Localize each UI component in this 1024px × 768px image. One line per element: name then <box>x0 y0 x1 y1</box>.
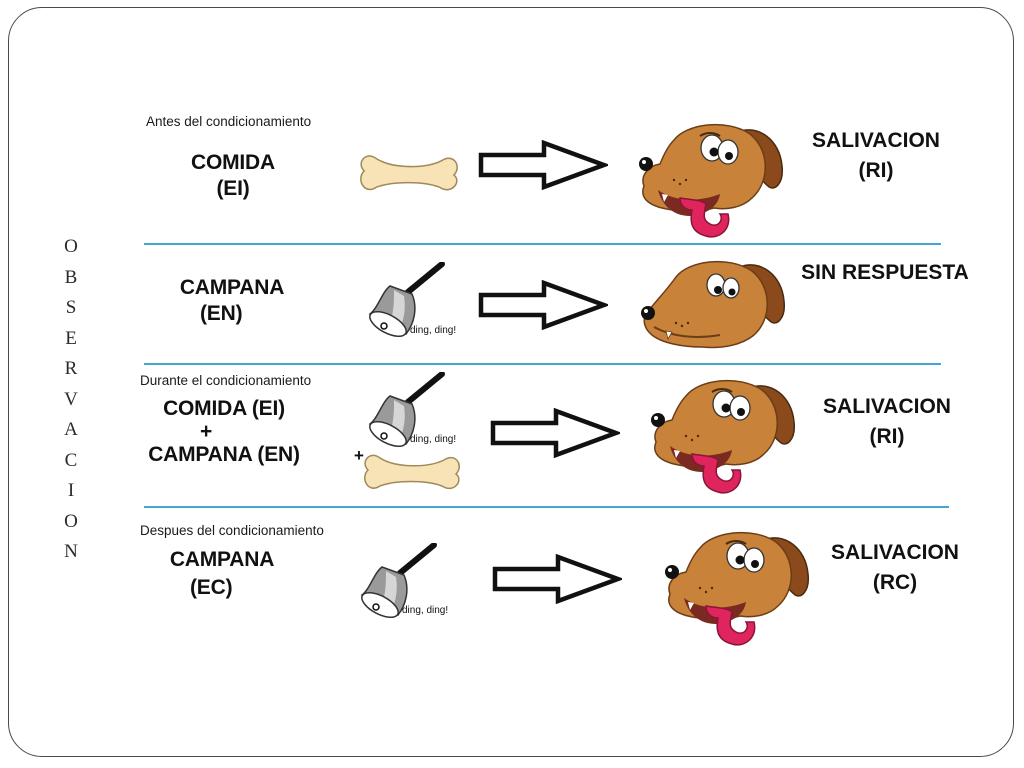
vertical-letter: I <box>67 480 75 501</box>
image-plus-sign: + <box>354 446 364 465</box>
vertical-letter: A <box>64 419 78 440</box>
bell-sound-text: ding, ding! <box>410 325 456 336</box>
bone-icon <box>358 150 460 202</box>
stimulus-line: (EI) <box>216 177 250 200</box>
arrow-icon <box>492 554 622 604</box>
stimulus-line: CAMPANA (EN) <box>148 443 300 466</box>
vertical-letter: C <box>64 449 78 471</box>
bone-icon <box>362 450 462 500</box>
response-salivacion-ri: SALIVACION (RI) <box>814 392 960 452</box>
vertical-letter: R <box>64 358 78 379</box>
response-line: SALIVACION <box>812 129 940 152</box>
bell-sound-text: ding, ding! <box>410 434 456 445</box>
stimulus-line: (EC) <box>190 576 233 599</box>
phase-label-antes: Antes del condicionamiento <box>146 114 312 129</box>
dog-salivating-icon <box>660 528 810 648</box>
stimulus-comida-ei: COMIDA (EI) <box>178 150 288 202</box>
vertical-letter: V <box>64 388 78 410</box>
response-sin-respuesta: SIN RESPUESTA <box>800 258 970 288</box>
dog-neutral-icon <box>636 257 786 357</box>
bell-sound-text: ding, ding! <box>402 605 448 616</box>
vertical-letter: B <box>64 266 78 288</box>
vertical-letter: E <box>65 327 77 349</box>
stimulus-line: COMIDA <box>191 151 275 174</box>
arrow-icon <box>490 408 620 458</box>
response-line: SIN RESPUESTA <box>801 261 969 284</box>
divider-line <box>144 363 941 365</box>
response-salivacion-ri: SALIVACION (RI) <box>806 126 946 186</box>
phase-label-despues: Despues del condicionamiento <box>140 523 324 538</box>
vertical-letter: O <box>64 236 78 257</box>
stimulus-line: COMIDA (EI) <box>163 397 285 420</box>
stimulus-line: CAMPANA <box>169 548 275 571</box>
divider-line <box>144 506 949 508</box>
response-line: SALIVACION <box>831 541 959 564</box>
arrow-icon <box>478 280 608 330</box>
stimulus-campana-ec: CAMPANA (EC) <box>160 547 284 603</box>
stimulus-comida-campana: COMIDA (EI) + CAMPANA (EN) <box>138 396 310 468</box>
slide-frame <box>8 7 1014 757</box>
dog-salivating-icon <box>634 120 784 240</box>
response-line: (RC) <box>872 571 918 594</box>
response-salivacion-rc: SALIVACION (RC) <box>822 538 968 598</box>
response-line: SALIVACION <box>823 395 951 418</box>
vertical-letter: S <box>65 297 77 318</box>
stimulus-plus: + <box>200 420 213 443</box>
vertical-letter: N <box>64 541 78 562</box>
stimulus-line: CAMPANA <box>179 276 285 299</box>
stimulus-line: (EN) <box>200 302 243 325</box>
arrow-icon <box>478 140 608 190</box>
bell-icon: ding, ding! <box>360 372 456 452</box>
vertical-title-observacion: O B S E R V A C I O N <box>58 232 84 568</box>
response-line: (RI) <box>858 159 894 182</box>
stimulus-campana-en: CAMPANA (EN) <box>170 275 294 327</box>
response-line: (RI) <box>869 425 905 448</box>
vertical-letter: O <box>64 510 78 532</box>
bell-icon: ding, ding! <box>352 543 448 623</box>
dog-salivating-icon <box>646 376 796 496</box>
divider-line <box>144 243 941 245</box>
bell-icon: ding, ding! <box>360 262 456 342</box>
phase-label-durante: Durante el condicionamiento <box>140 373 312 388</box>
